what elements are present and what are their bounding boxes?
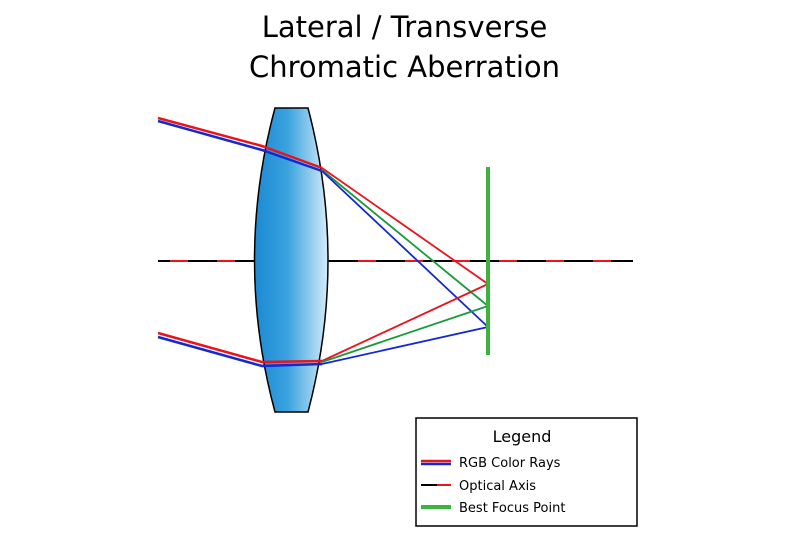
upper-converging-rays <box>321 167 489 328</box>
lower-converging-rays <box>321 283 489 365</box>
legend-item-focus-point: Best Focus Point <box>421 501 565 516</box>
legend-item-rgb-rays: RGB Color Rays <box>421 456 561 471</box>
legend-title: Legend <box>493 427 552 446</box>
diagram-title-line-1: Lateral / Transverse <box>261 10 548 44</box>
legend-label-optical-axis: Optical Axis <box>459 479 536 494</box>
legend-label-rgb-rays: RGB Color Rays <box>459 456 561 471</box>
diagram-title-line-2: Chromatic Aberration <box>248 50 560 84</box>
rays-through-lens <box>261 144 323 368</box>
legend-box <box>415 417 638 527</box>
lens <box>253 107 329 413</box>
legend-item-optical-axis: Optical Axis <box>421 479 536 494</box>
legend: Legend RGB Color Rays Optical Axis Best … <box>415 417 638 527</box>
legend-label-focus-point: Best Focus Point <box>459 501 565 516</box>
